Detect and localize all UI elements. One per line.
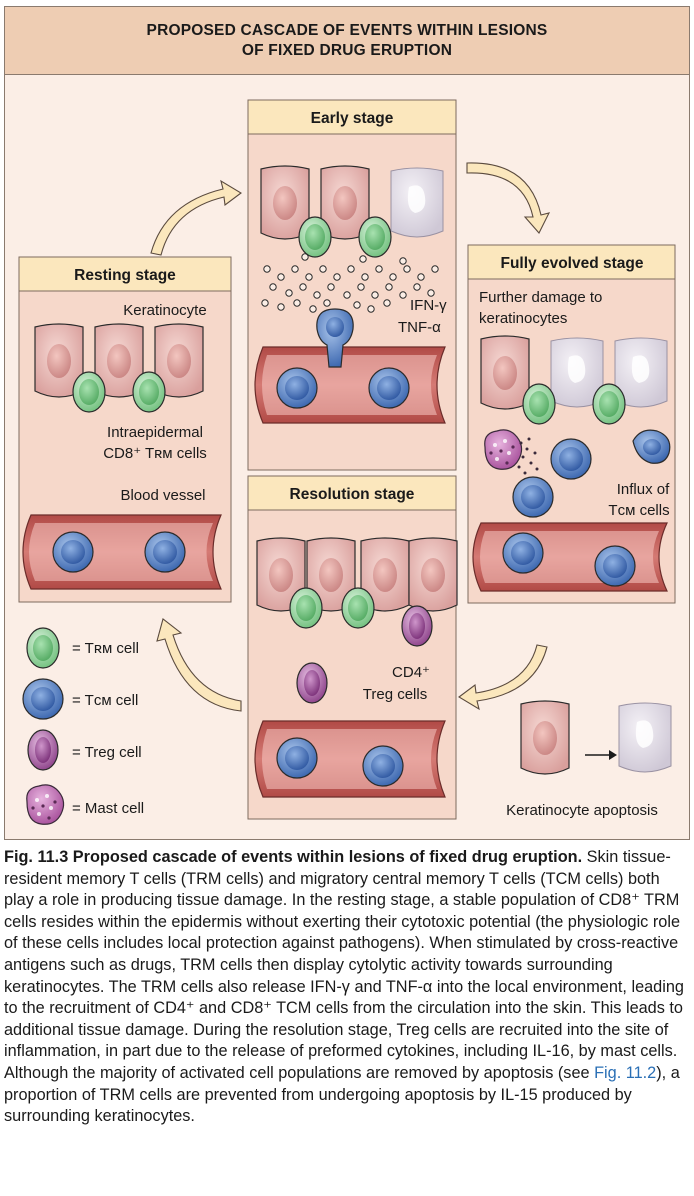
legend-treg-label: = Treg cell — [72, 744, 142, 761]
tcm-cell — [550, 438, 592, 480]
early-stage: Early stage IFN-γ TNF- — [247, 99, 457, 471]
influx-label-line-1: Influx of — [617, 481, 670, 498]
legend-mast-cell-icon — [26, 784, 65, 825]
caption-title: Fig. 11.3 Proposed cascade of events wit… — [4, 848, 583, 866]
header-line-2: OF FIXED DRUG ERUPTION — [241, 41, 453, 59]
figure-panel: PROPOSED CASCADE OF EVENTS WITHIN LESION… — [4, 6, 690, 840]
trm-cell — [592, 383, 626, 425]
header-line-1: PROPOSED CASCADE OF EVENTS WITHIN LESION… — [146, 21, 548, 39]
extravasating-tcm-cell — [316, 308, 354, 368]
trm-label-line-2: CD8⁺ Tʀᴍ cells — [103, 445, 207, 462]
apoptotic-keratinocyte-cell — [618, 702, 672, 773]
trm-label-line-1: Intraepidermal — [107, 424, 203, 441]
legend-mast-label: = Mast cell — [72, 800, 144, 817]
caption-text: Skin tissue-resident memory T cells (TRM… — [4, 848, 684, 1082]
legend-tcm-label: = Tᴄᴍ cell — [72, 692, 138, 709]
keratinocyte-label: Keratinocyte — [123, 302, 206, 319]
fully-evolved-stage-title: Fully evolved stage — [501, 255, 644, 272]
blood-vessel-label: Blood vessel — [120, 487, 205, 504]
early-stage-title: Early stage — [311, 110, 394, 127]
mast-cell-degranulating — [484, 429, 523, 470]
legend-treg-cell-icon — [27, 729, 59, 771]
treg-label-line-2: Treg cells — [363, 686, 427, 703]
tcm-cell — [368, 367, 410, 409]
resting-stage: Resting stage Keratinocyte Intraepiderma… — [18, 256, 232, 603]
keratinocyte-cell — [480, 335, 530, 410]
tnf-alpha-label: TNF-α — [398, 319, 441, 336]
legend-trm-label: = Tʀᴍ cell — [72, 640, 139, 657]
caption-figure-link[interactable]: Fig. 11.2 — [594, 1063, 657, 1082]
treg-cell — [401, 605, 433, 647]
trm-cell — [72, 371, 106, 413]
blood-vessel — [472, 522, 668, 592]
trm-cell — [341, 587, 375, 629]
trm-cell — [298, 216, 332, 258]
cytokine-particles — [261, 253, 439, 313]
arrow-resolution-to-resting — [156, 618, 242, 712]
resolution-stage: Resolution stage CD4⁺ Treg cells — [247, 475, 458, 820]
damage-label-line-2: keratinocytes — [479, 310, 567, 327]
arrow-resting-to-early — [150, 179, 242, 256]
fully-evolved-stage: Fully evolved stage Further damage to ke… — [467, 244, 676, 604]
trm-cell — [132, 371, 166, 413]
mast-cell-granules — [517, 437, 539, 475]
tcm-cell — [276, 367, 318, 409]
tcm-cell — [512, 476, 554, 518]
cycle-arrows — [150, 162, 551, 712]
resolution-stage-title: Resolution stage — [290, 486, 415, 503]
migrating-tcm-cell — [632, 429, 671, 464]
keratinocyte-cell — [408, 537, 458, 612]
tcm-cell — [276, 737, 318, 779]
tcm-cell — [52, 531, 94, 573]
legend: = Tʀᴍ cell = Tᴄᴍ cell = Treg cell = Mast… — [22, 627, 144, 825]
tcm-cell — [594, 545, 636, 587]
figure-caption: Fig. 11.3 Proposed cascade of events wit… — [4, 847, 690, 1128]
treg-cell — [296, 662, 328, 704]
resting-stage-title: Resting stage — [74, 267, 176, 284]
ifn-gamma-label: IFN-γ — [410, 297, 447, 314]
cascade-diagram: Resting stage Keratinocyte Intraepiderma… — [18, 99, 676, 825]
tcm-cell — [502, 532, 544, 574]
arrow-early-to-fully — [466, 162, 551, 234]
treg-label-line-1: CD4⁺ — [392, 664, 430, 681]
tcm-cell — [362, 745, 404, 787]
tcm-cell — [144, 531, 186, 573]
trm-cell — [522, 383, 556, 425]
figure-header: PROPOSED CASCADE OF EVENTS WITHIN LESION… — [5, 7, 689, 75]
keratinocyte-cell — [520, 700, 570, 775]
trm-cell — [358, 216, 392, 258]
influx-label-line-2: Tᴄᴍ cells — [608, 502, 669, 519]
arrow-fully-to-resolution — [458, 644, 548, 711]
apoptotic-keratinocyte-cell — [390, 167, 444, 238]
trm-cell — [289, 587, 323, 629]
legend-tcm-cell-icon — [22, 678, 64, 720]
damage-label-line-1: Further damage to — [479, 289, 602, 306]
caption-text-end: ), a proportion of TRM cells are prevent… — [4, 1063, 680, 1126]
legend-trm-cell-icon — [26, 627, 60, 669]
keratinocyte-apoptosis-illustration: Keratinocyte apoptosis — [506, 700, 672, 819]
apoptosis-label: Keratinocyte apoptosis — [506, 802, 658, 819]
